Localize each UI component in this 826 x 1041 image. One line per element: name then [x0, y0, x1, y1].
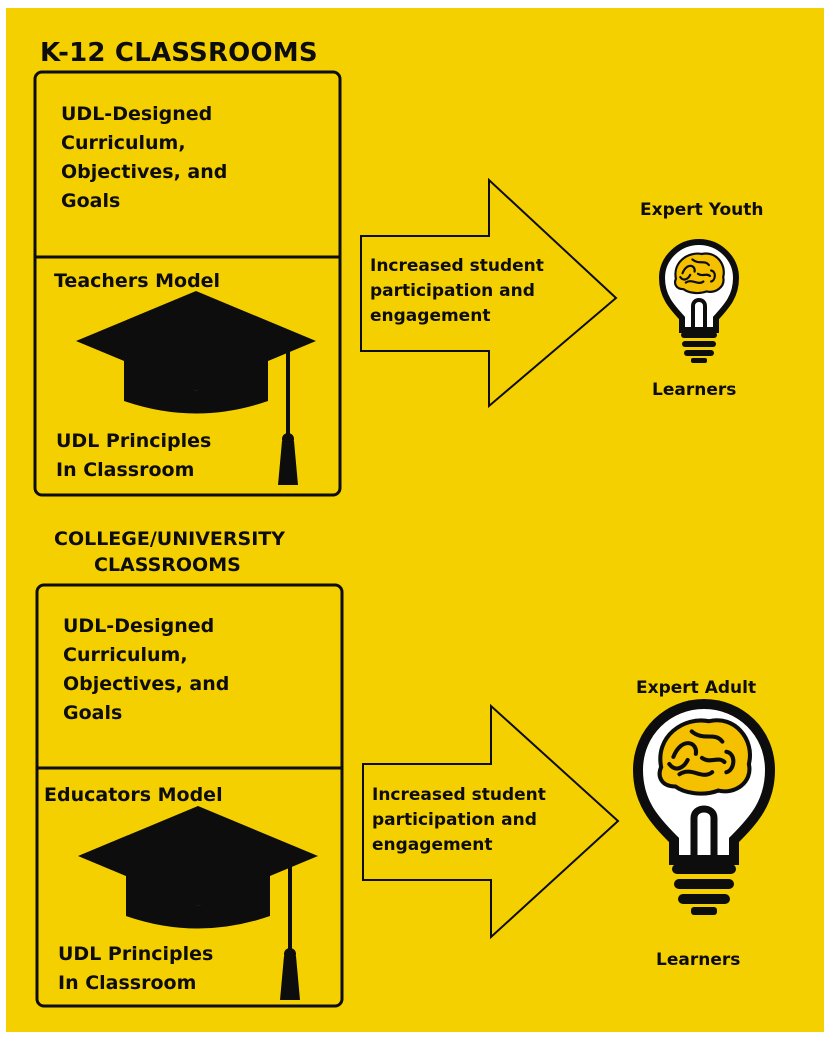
- k12-principles-line: UDL Principles: [56, 430, 212, 452]
- college-arrow-line: engagement: [372, 835, 493, 855]
- k12-principles-line: In Classroom: [56, 459, 195, 481]
- college-arrow-line: participation and: [372, 810, 537, 830]
- lightbulb-brain-icon: [632, 698, 776, 915]
- college-curriculum-line: Goals: [63, 702, 123, 724]
- k12-heading: K-12 CLASSROOMS: [40, 38, 318, 68]
- k12-curriculum-text: UDL-Designed Curriculum, Objectives, and…: [61, 100, 227, 216]
- k12-box-outline: [33, 70, 342, 497]
- college-arrow: [362, 703, 620, 940]
- k12-curriculum-line: Goals: [61, 190, 121, 212]
- k12-model-label: Teachers Model: [54, 270, 221, 292]
- college-arrow-line: Increased student: [372, 785, 546, 805]
- k12-curriculum-line: Curriculum,: [61, 132, 186, 154]
- college-model-label: Educators Model: [44, 784, 223, 806]
- college-curriculum-line: Objectives, and: [63, 673, 230, 695]
- college-heading-line: CLASSROOMS: [94, 554, 241, 576]
- college-curriculum-line: UDL-Designed: [63, 615, 215, 637]
- diagram-canvas: K-12 CLASSROOMS UDL-Designed Curriculum,…: [6, 8, 824, 1032]
- college-principles-line: UDL Principles: [58, 943, 214, 965]
- k12-learner-caption: Learners: [652, 380, 737, 400]
- college-curriculum-text: UDL-Designed Curriculum, Objectives, and…: [63, 612, 229, 728]
- k12-curriculum-line: Objectives, and: [61, 161, 228, 183]
- college-heading-line: COLLEGE/UNIVERSITY: [54, 528, 285, 550]
- k12-arrow-line: engagement: [370, 306, 491, 326]
- diagram-shapes: [33, 70, 776, 1008]
- k12-principles-text: UDL Principles In Classroom: [56, 427, 211, 485]
- college-heading: COLLEGE/UNIVERSITY CLASSROOMS: [54, 526, 285, 578]
- k12-arrow-line: Increased student: [370, 256, 544, 276]
- college-arrow-text: Increased student participation and enga…: [372, 783, 546, 858]
- lightbulb-brain-icon: [658, 238, 740, 363]
- college-box-outline: [35, 583, 344, 1008]
- college-learner-caption: Learners: [656, 950, 741, 970]
- k12-arrow: [360, 177, 618, 409]
- college-curriculum-line: Curriculum,: [63, 644, 188, 666]
- k12-learner-title: Expert Youth: [640, 200, 764, 220]
- k12-arrow-line: participation and: [370, 281, 535, 301]
- college-principles-line: In Classroom: [58, 972, 197, 994]
- college-learner-title: Expert Adult: [636, 678, 757, 698]
- k12-curriculum-line: UDL-Designed: [61, 103, 213, 125]
- k12-arrow-text: Increased student participation and enga…: [370, 254, 544, 329]
- college-principles-text: UDL Principles In Classroom: [58, 940, 213, 998]
